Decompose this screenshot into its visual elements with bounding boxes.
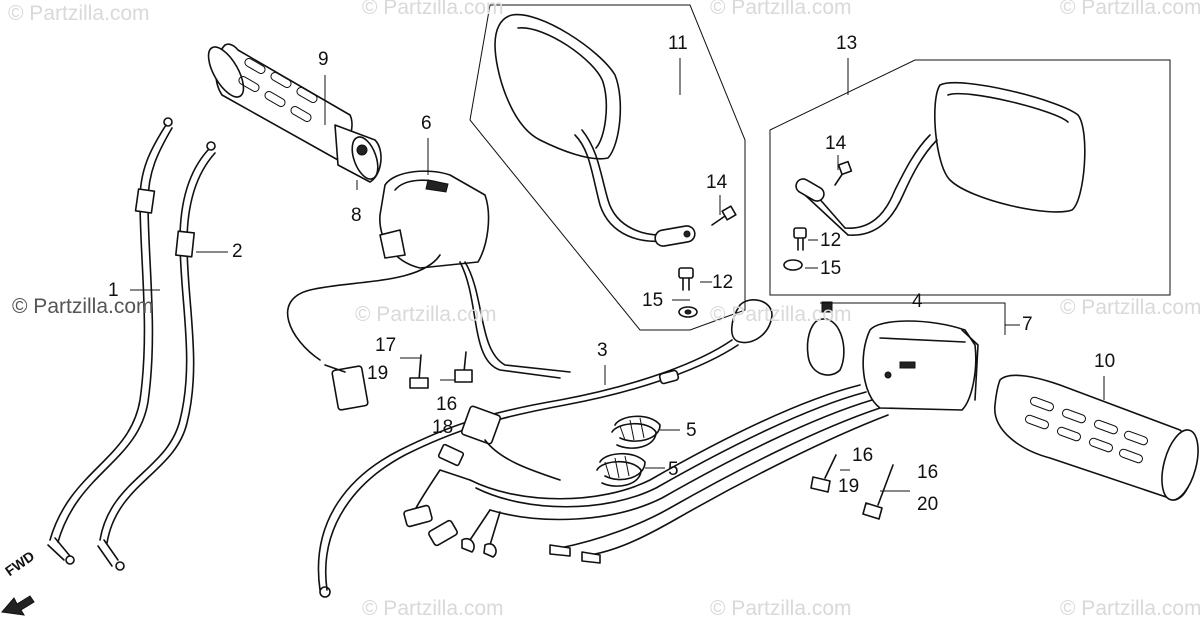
mirror-bolt-12-right <box>678 267 698 318</box>
throttle-cable-1 <box>47 117 173 565</box>
screw-16-19-right <box>810 454 837 493</box>
left-grip-9 <box>207 43 382 183</box>
screw-16-left <box>454 351 473 383</box>
callout-19: 19 <box>838 476 860 497</box>
callout-9: 9 <box>318 49 329 70</box>
callout-3: 3 <box>597 340 608 361</box>
callout-16: 16 <box>436 394 458 415</box>
callout-12: 12 <box>712 272 734 293</box>
left-switch-housing-6 <box>286 170 571 411</box>
callout-17: 17 <box>375 335 397 356</box>
leader-lines <box>130 58 1105 492</box>
switch-housing-4 <box>806 301 845 376</box>
callout-7: 7 <box>1022 314 1033 335</box>
watermark: © Partzilla.com <box>355 303 497 326</box>
mirror-bolt-12-left <box>783 227 807 271</box>
callout-15: 15 <box>642 290 664 311</box>
watermark: © Partzilla.com <box>1060 296 1200 319</box>
watermark: © Partzilla.com <box>710 303 852 326</box>
watermark: © Partzilla.com <box>1060 597 1200 620</box>
right-grip-10 <box>994 374 1199 501</box>
wire-band-5-upper <box>611 415 661 449</box>
callout-16: 16 <box>852 445 874 466</box>
watermark: © Partzilla.com <box>362 0 504 19</box>
watermark: © Partzilla.com <box>362 597 504 620</box>
callout-6: 6 <box>421 113 432 134</box>
screw-16-20-right <box>862 464 894 520</box>
callout-2: 2 <box>232 241 243 262</box>
screw-17-19 <box>409 354 429 389</box>
throttle-cable-2 <box>97 141 216 571</box>
watermark: © Partzilla.com <box>1060 0 1200 19</box>
right-switch-7 <box>862 320 979 411</box>
watermark: © Partzilla.com <box>12 295 154 318</box>
callout-16: 16 <box>917 462 939 483</box>
callout-5: 5 <box>686 420 697 441</box>
callout-19: 19 <box>367 363 389 384</box>
mirror-screw-14-left <box>834 160 853 186</box>
callout-10: 10 <box>1094 351 1116 372</box>
watermark: © Partzilla.com <box>710 597 852 620</box>
callout-14: 14 <box>706 172 728 193</box>
callout-12: 12 <box>820 230 842 251</box>
callout-4: 4 <box>912 291 923 312</box>
right-mirror-11 <box>469 4 746 331</box>
callout-11: 11 <box>668 33 688 54</box>
callout-1: 1 <box>108 280 119 301</box>
callout-20: 20 <box>917 494 939 515</box>
wire-harness-3 <box>317 299 889 598</box>
fwd-arrow-icon <box>1 595 35 616</box>
callout-8: 8 <box>351 205 362 226</box>
watermark: © Partzilla.com <box>8 2 150 25</box>
callout-18: 18 <box>432 417 454 438</box>
callout-15: 15 <box>820 258 842 279</box>
wire-band-5-lower <box>596 452 646 487</box>
callout-5: 5 <box>668 459 679 480</box>
left-mirror-13 <box>769 59 1171 296</box>
callout-14: 14 <box>825 133 847 154</box>
watermark: © Partzilla.com <box>710 0 852 19</box>
mirror-screw-14-right <box>711 205 737 226</box>
callout-13: 13 <box>836 33 858 54</box>
